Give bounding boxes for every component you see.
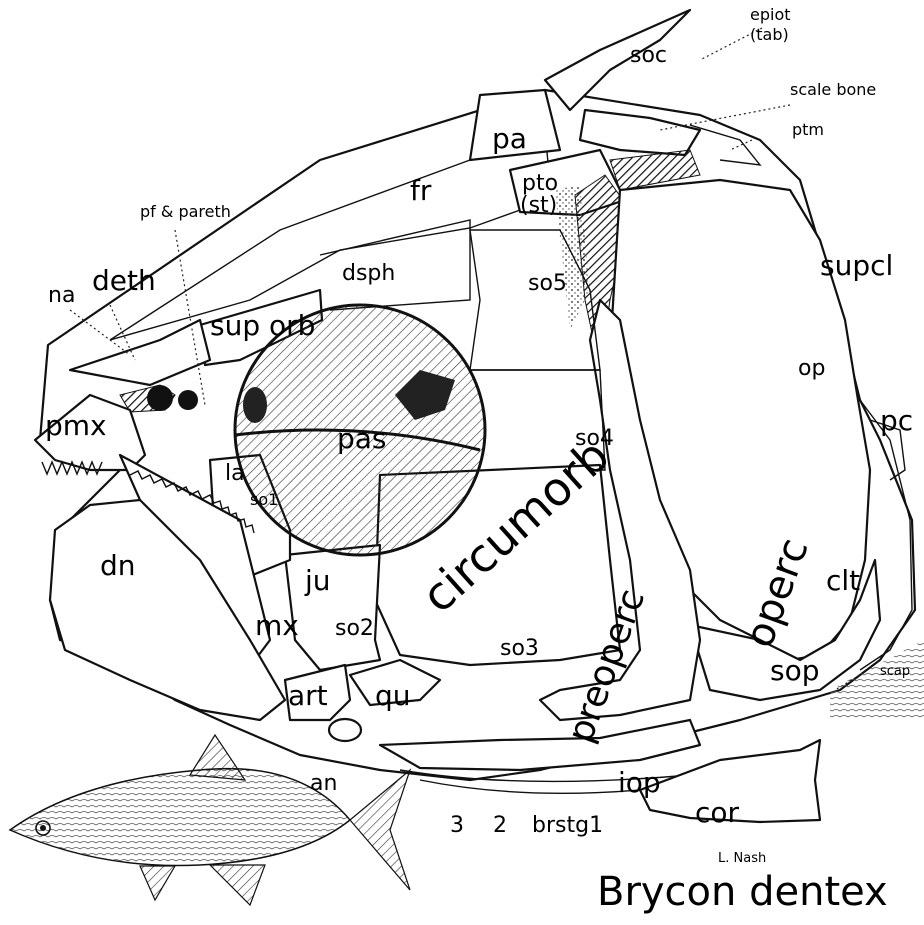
- label-iop: iop: [618, 766, 661, 799]
- label-so1: so1: [250, 490, 278, 509]
- label-an: an: [310, 771, 337, 796]
- label-pc: pc: [880, 404, 913, 437]
- label-2: 2: [493, 813, 507, 838]
- label-art: art: [288, 679, 328, 712]
- orbit-opening: [243, 387, 267, 423]
- supraoccipital-bone: [545, 10, 690, 110]
- branchiostegal-ray-2: [420, 780, 640, 793]
- figure-title: Brycon dentex: [597, 869, 888, 915]
- label-fr: fr: [410, 174, 432, 207]
- label-so5: so5: [528, 271, 567, 296]
- label-ptm: ptm: [792, 120, 824, 139]
- label-pas: pas: [337, 422, 387, 455]
- label-na: na: [48, 283, 75, 308]
- label-deth: deth: [92, 264, 156, 297]
- label-qu: qu: [375, 679, 411, 712]
- label-scap: scap: [880, 664, 910, 679]
- label-op: op: [798, 356, 825, 381]
- label-pf-pareth: pf & pareth: [140, 202, 231, 221]
- label-supcl: supcl: [820, 249, 893, 282]
- label-cor: cor: [695, 796, 740, 829]
- label-epiot: epiot: [750, 5, 791, 24]
- label-mx: mx: [255, 609, 299, 642]
- label-pa: pa: [492, 122, 527, 155]
- label-tab: (tab): [750, 25, 789, 44]
- label-dsph: dsph: [342, 261, 395, 286]
- label-sup-orb: sup orb: [210, 309, 315, 342]
- label-dn: dn: [100, 549, 136, 582]
- label-so2: so2: [335, 616, 374, 641]
- label-sop: sop: [770, 654, 820, 687]
- label-so3: so3: [500, 636, 539, 661]
- artist-signature: L. Nash: [718, 851, 766, 866]
- label-scale-bone: scale bone: [790, 80, 876, 99]
- label-la: la: [225, 461, 245, 486]
- label-ju: ju: [304, 564, 331, 597]
- nasal-opening: [147, 385, 173, 411]
- label-soc: soc: [630, 43, 667, 68]
- label-clt: clt: [826, 564, 860, 597]
- label-3: 3: [450, 813, 464, 838]
- label-pmx: pmx: [45, 409, 107, 442]
- label-brstg1: brstg1: [532, 813, 603, 838]
- label-st: (st): [520, 193, 557, 218]
- angular-bone: [329, 719, 361, 741]
